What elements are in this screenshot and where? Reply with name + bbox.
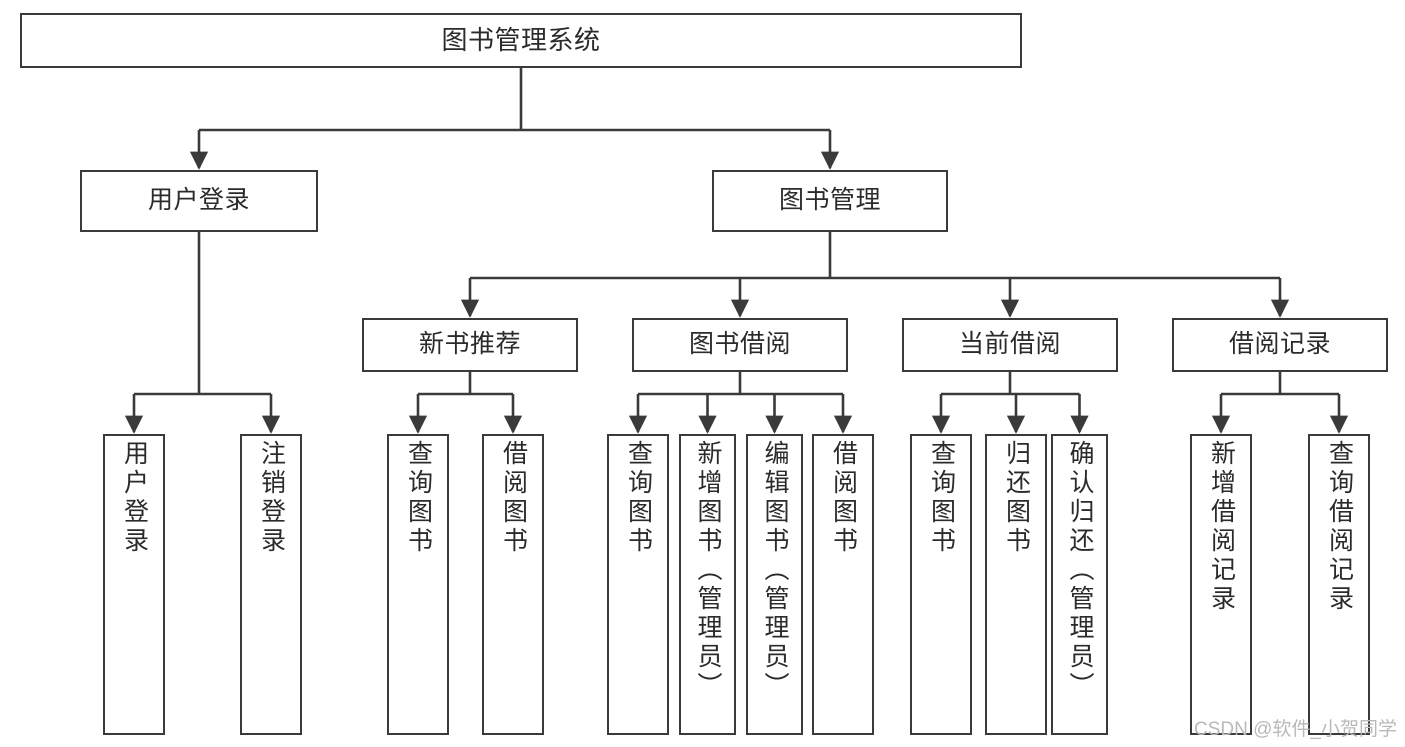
node-leaf-user-logout[interactable]: 注销登录 <box>240 434 302 735</box>
node-leaf-borrow-book-2[interactable]: 借阅图书 <box>812 434 874 735</box>
node-leaf-return-book-label: 归还图书 <box>1002 440 1031 556</box>
node-leaf-borrow-book-1-label: 借阅图书 <box>499 440 528 556</box>
node-book-borrow[interactable]: 图书借阅 <box>632 318 848 372</box>
node-leaf-query-book-3-label: 查询图书 <box>927 440 956 556</box>
node-leaf-query-book-1-label: 查询图书 <box>404 440 433 556</box>
node-user-login-label: 用户登录 <box>147 186 250 215</box>
node-leaf-add-record-label: 新增借阅记录 <box>1207 440 1236 614</box>
node-leaf-user-login-label: 用户登录 <box>120 440 149 556</box>
node-leaf-query-book-1[interactable]: 查询图书 <box>387 434 449 735</box>
node-leaf-user-logout-label: 注销登录 <box>257 440 286 556</box>
node-book-manage[interactable]: 图书管理 <box>712 170 948 232</box>
watermark: CSDN @软件_小贺同学 <box>1194 719 1397 740</box>
node-leaf-query-book-2-label: 查询图书 <box>624 440 653 556</box>
node-user-login[interactable]: 用户登录 <box>80 170 318 232</box>
node-current-borrow-label: 当前借阅 <box>958 330 1061 359</box>
node-root[interactable]: 图书管理系统 <box>20 13 1022 68</box>
node-borrow-record-label: 借阅记录 <box>1228 330 1331 359</box>
node-new-book-rec[interactable]: 新书推荐 <box>362 318 578 372</box>
node-root-label: 图书管理系统 <box>441 25 601 56</box>
node-leaf-add-book-label: 新增图书（管理员） <box>694 440 722 701</box>
node-leaf-query-book-3[interactable]: 查询图书 <box>910 434 972 735</box>
node-leaf-edit-book[interactable]: 编辑图书（管理员） <box>746 434 803 735</box>
node-book-borrow-label: 图书借阅 <box>688 330 791 359</box>
node-book-manage-label: 图书管理 <box>778 186 881 215</box>
node-leaf-return-book[interactable]: 归还图书 <box>985 434 1047 735</box>
node-current-borrow[interactable]: 当前借阅 <box>902 318 1118 372</box>
node-leaf-borrow-book-1[interactable]: 借阅图书 <box>482 434 544 735</box>
node-leaf-query-record[interactable]: 查询借阅记录 <box>1308 434 1370 735</box>
node-leaf-confirm-return[interactable]: 确认归还（管理员） <box>1051 434 1108 735</box>
node-leaf-confirm-return-label: 确认归还（管理员） <box>1066 440 1094 701</box>
node-leaf-borrow-book-2-label: 借阅图书 <box>829 440 858 556</box>
node-leaf-edit-book-label: 编辑图书（管理员） <box>761 440 789 701</box>
node-leaf-add-record[interactable]: 新增借阅记录 <box>1190 434 1252 735</box>
node-new-book-rec-label: 新书推荐 <box>418 330 521 359</box>
node-leaf-user-login[interactable]: 用户登录 <box>103 434 165 735</box>
node-leaf-add-book[interactable]: 新增图书（管理员） <box>679 434 736 735</box>
node-borrow-record[interactable]: 借阅记录 <box>1172 318 1388 372</box>
node-leaf-query-record-label: 查询借阅记录 <box>1325 440 1354 614</box>
node-leaf-query-book-2[interactable]: 查询图书 <box>607 434 669 735</box>
